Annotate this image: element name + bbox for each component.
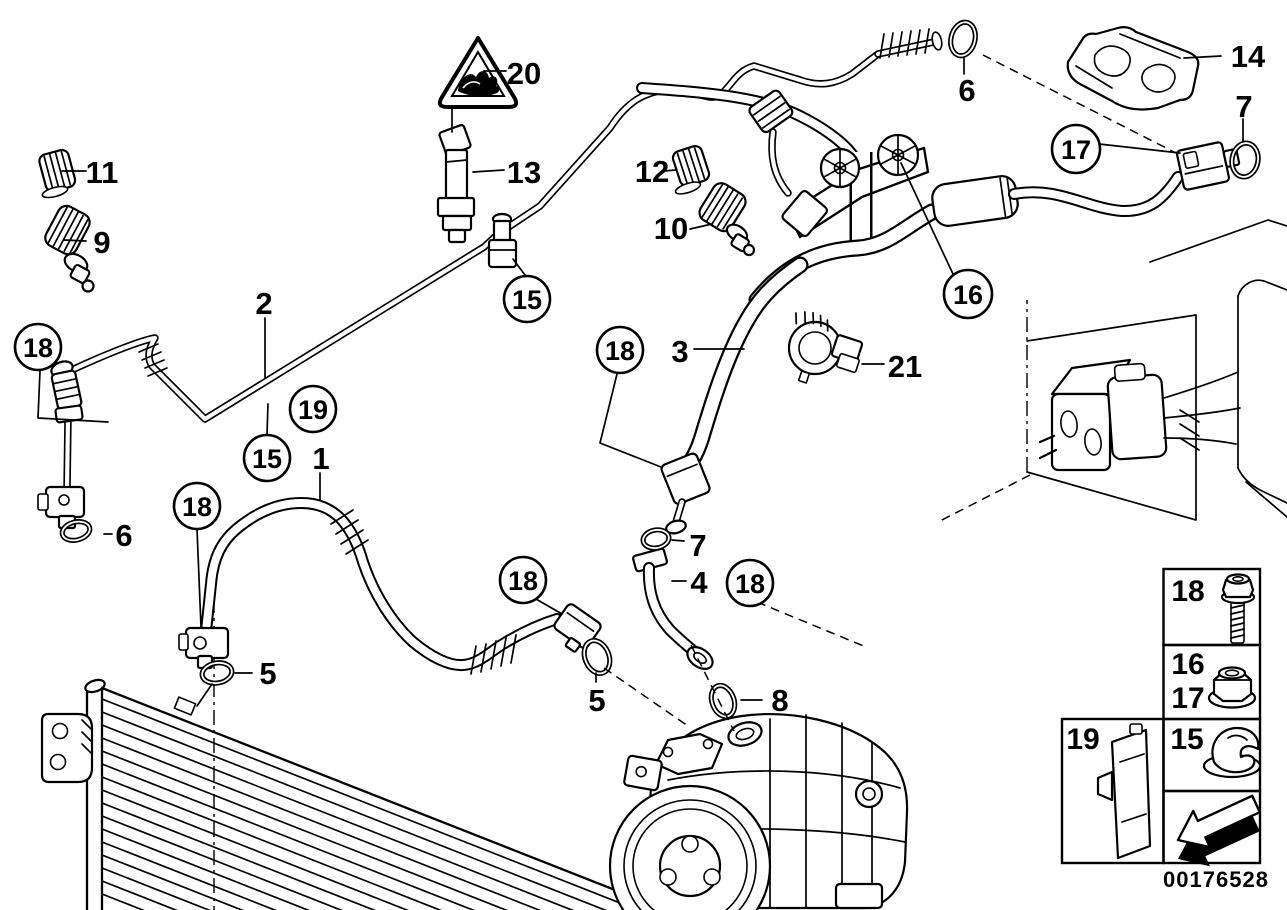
compressor [608, 713, 909, 910]
valve-insert-10 [698, 182, 756, 257]
left-charge-pipe [37, 360, 86, 530]
svg-text:19: 19 [298, 395, 328, 425]
hose-clamp-21 [787, 311, 864, 384]
callout-balloon-19[interactable]: 19 [288, 384, 338, 434]
svg-text:16: 16 [953, 280, 983, 310]
bolt-icon [1220, 573, 1256, 644]
callout-label-8[interactable]: 8 [771, 683, 788, 718]
callout-balloon-18-d[interactable]: 18 [595, 325, 645, 375]
flange-nut-icon [1207, 666, 1257, 709]
cap-12 [671, 144, 711, 195]
leader-lines [37, 54, 1244, 732]
callout-label-12[interactable]: 12 [635, 154, 669, 189]
junction-bracket-16 [786, 133, 930, 239]
condenser-mount-bracket [40, 712, 94, 784]
valve-insert-9 [44, 204, 95, 293]
radiator-edge [1149, 219, 1287, 518]
callout-label-6-top[interactable]: 6 [958, 73, 975, 108]
connector-detail-inset [1026, 219, 1287, 521]
pressure-pipe-assembly [636, 82, 1184, 309]
callout-label-3[interactable]: 3 [671, 334, 688, 369]
elbow-pipe-4 [632, 547, 714, 671]
callout-label-6-left[interactable]: 6 [115, 518, 132, 553]
o-ring-6-top [948, 19, 978, 59]
callout-label-10[interactable]: 10 [654, 211, 688, 246]
callout-label-14[interactable]: 14 [1231, 39, 1266, 74]
direction-arrow-icon [1176, 794, 1261, 867]
legend-cell-19 [1060, 717, 1165, 865]
legend-label-16: 16 [1171, 648, 1204, 681]
hose-1-flange [178, 626, 230, 670]
callout-balloon-15-b[interactable]: 15 [502, 274, 552, 324]
svg-text:18: 18 [605, 336, 635, 366]
callout-label-20[interactable]: 20 [507, 56, 541, 91]
callout-label-1[interactable]: 1 [312, 441, 329, 476]
o-ring-7-top [1229, 140, 1261, 180]
callout-balloon-18-b[interactable]: 18 [172, 481, 222, 531]
legend-label-19: 19 [1066, 723, 1099, 756]
callout-labels: 20 11 9 13 12 10 6 14 7 2 3 21 1 6 7 4 5… [86, 39, 1266, 718]
o-ring-8 [708, 682, 738, 720]
svg-text:15: 15 [252, 444, 282, 474]
callout-balloon-18-c[interactable]: 18 [498, 555, 548, 605]
callout-balloon-15-a[interactable]: 15 [242, 433, 292, 483]
callout-balloon-17[interactable]: 17 [1050, 123, 1102, 175]
compressor-pulley [608, 784, 772, 910]
temperature-sensor-15 [487, 212, 518, 269]
o-ring-5-mid [581, 638, 613, 676]
callout-label-7-top[interactable]: 7 [1235, 89, 1252, 124]
legend-label-17: 17 [1171, 682, 1204, 715]
callout-balloons: 18 18 18 18 18 19 15 15 16 17 [13, 123, 1102, 608]
callout-label-13[interactable]: 13 [507, 155, 541, 190]
holder-bracket-14 [1066, 26, 1200, 111]
hose-3-fitting [660, 452, 711, 505]
callout-balloon-18-e[interactable]: 18 [725, 558, 775, 608]
compressor-top-bracket [654, 732, 724, 776]
legend: 18 16 17 15 19 [1060, 567, 1262, 867]
callout-balloon-18-a[interactable]: 18 [13, 322, 63, 372]
bracket-icon [1096, 723, 1152, 860]
connector-block [1038, 358, 1241, 472]
svg-text:18: 18 [508, 566, 538, 596]
compressor-suction-port [727, 721, 763, 747]
callout-balloon-16[interactable]: 16 [942, 268, 994, 320]
clip-icon [1202, 726, 1262, 779]
hose-1-end-fitting [553, 603, 602, 653]
callout-label-7-mid[interactable]: 7 [689, 528, 706, 563]
callout-label-21[interactable]: 21 [888, 349, 922, 384]
service-port-cap [748, 89, 829, 238]
muffler-section [931, 175, 1019, 227]
svg-text:18: 18 [735, 569, 765, 599]
svg-text:17: 17 [1061, 135, 1091, 165]
callout-label-5-left[interactable]: 5 [259, 656, 276, 691]
pressure-sensor-13 [436, 124, 476, 244]
callout-label-11[interactable]: 11 [86, 155, 119, 190]
legend-label-15: 15 [1170, 723, 1203, 756]
callout-label-2[interactable]: 2 [255, 286, 272, 321]
condenser [40, 598, 648, 910]
cap-11 [38, 148, 77, 199]
hose-3 [660, 256, 809, 535]
callout-label-5-mid[interactable]: 5 [588, 683, 605, 718]
o-ring-5-left [199, 660, 235, 686]
svg-text:18: 18 [23, 333, 53, 363]
part-number: 00176528 [1163, 867, 1269, 892]
o-ring-7-mid [640, 527, 672, 551]
legend-label-18: 18 [1171, 575, 1204, 608]
svg-text:15: 15 [512, 285, 542, 315]
svg-text:18: 18 [182, 492, 212, 522]
callout-label-4[interactable]: 4 [690, 565, 708, 600]
compressor-connector [623, 754, 663, 792]
callout-label-9[interactable]: 9 [93, 225, 110, 260]
warning-triangle-icon [437, 36, 519, 109]
condenser-port [173, 696, 197, 716]
o-ring-6-left [59, 519, 93, 543]
hose-1 [178, 497, 602, 675]
condenser-fins [100, 686, 648, 910]
